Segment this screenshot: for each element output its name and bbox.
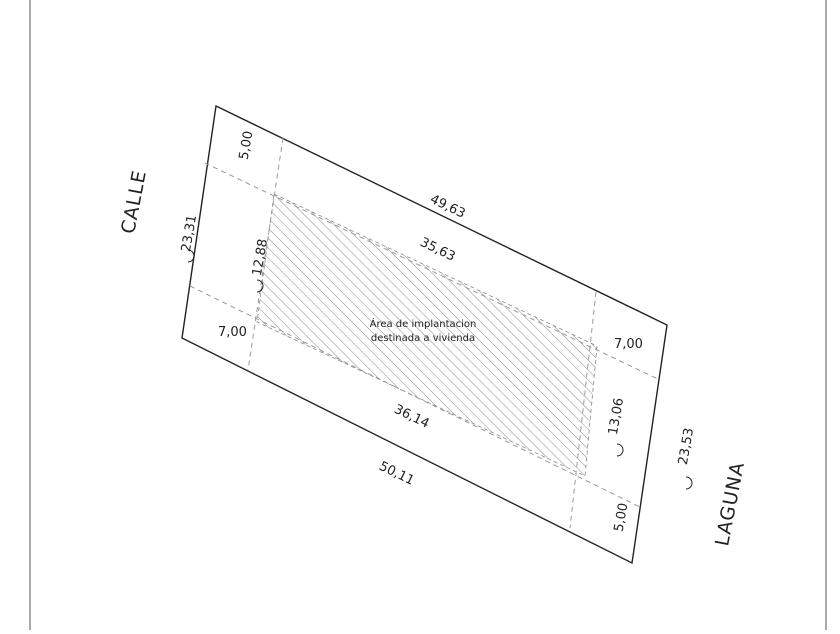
dimension-right-inner: 13,06 [606, 397, 627, 436]
dimension-setback-front-top: 5,00 [237, 130, 257, 161]
arc-icon-right-inner [616, 443, 624, 457]
area-label-line1: Área de implantacion [370, 317, 477, 330]
arc-icon-right-total [685, 476, 693, 490]
dimension-bottom-total: 50,11 [377, 459, 417, 489]
buildable-area [256, 193, 598, 477]
dimension-setback-side-left: 7,00 [218, 325, 247, 340]
street-label-laguna: LAGUNA [711, 460, 749, 548]
setback-lines [189, 137, 661, 529]
dimension-top-inner: 35,63 [418, 235, 458, 265]
area-label-line2: destinada a vivienda [371, 333, 475, 344]
dimension-right-total: 23,53 [676, 427, 697, 466]
dimension-setback-front-bottom: 5,00 [612, 502, 632, 533]
street-label-calle: CALLE [117, 168, 151, 235]
setback-line-left [247, 137, 284, 371]
arc-icon-left-total [187, 249, 195, 263]
setback-line-top [204, 162, 661, 381]
lot-outline [181, 104, 668, 565]
setback-line-bottom [189, 285, 643, 509]
setback-line-right [569, 291, 597, 529]
dimension-top-total: 49,63 [428, 192, 468, 222]
dimension-left-inner: 12,88 [250, 238, 271, 277]
dimension-bottom-inner: 36,14 [392, 402, 432, 432]
arc-icon-left-inner [256, 279, 264, 293]
dimension-setback-side-right: 7,00 [614, 337, 643, 352]
dimension-left-total: 23,31 [179, 214, 200, 253]
